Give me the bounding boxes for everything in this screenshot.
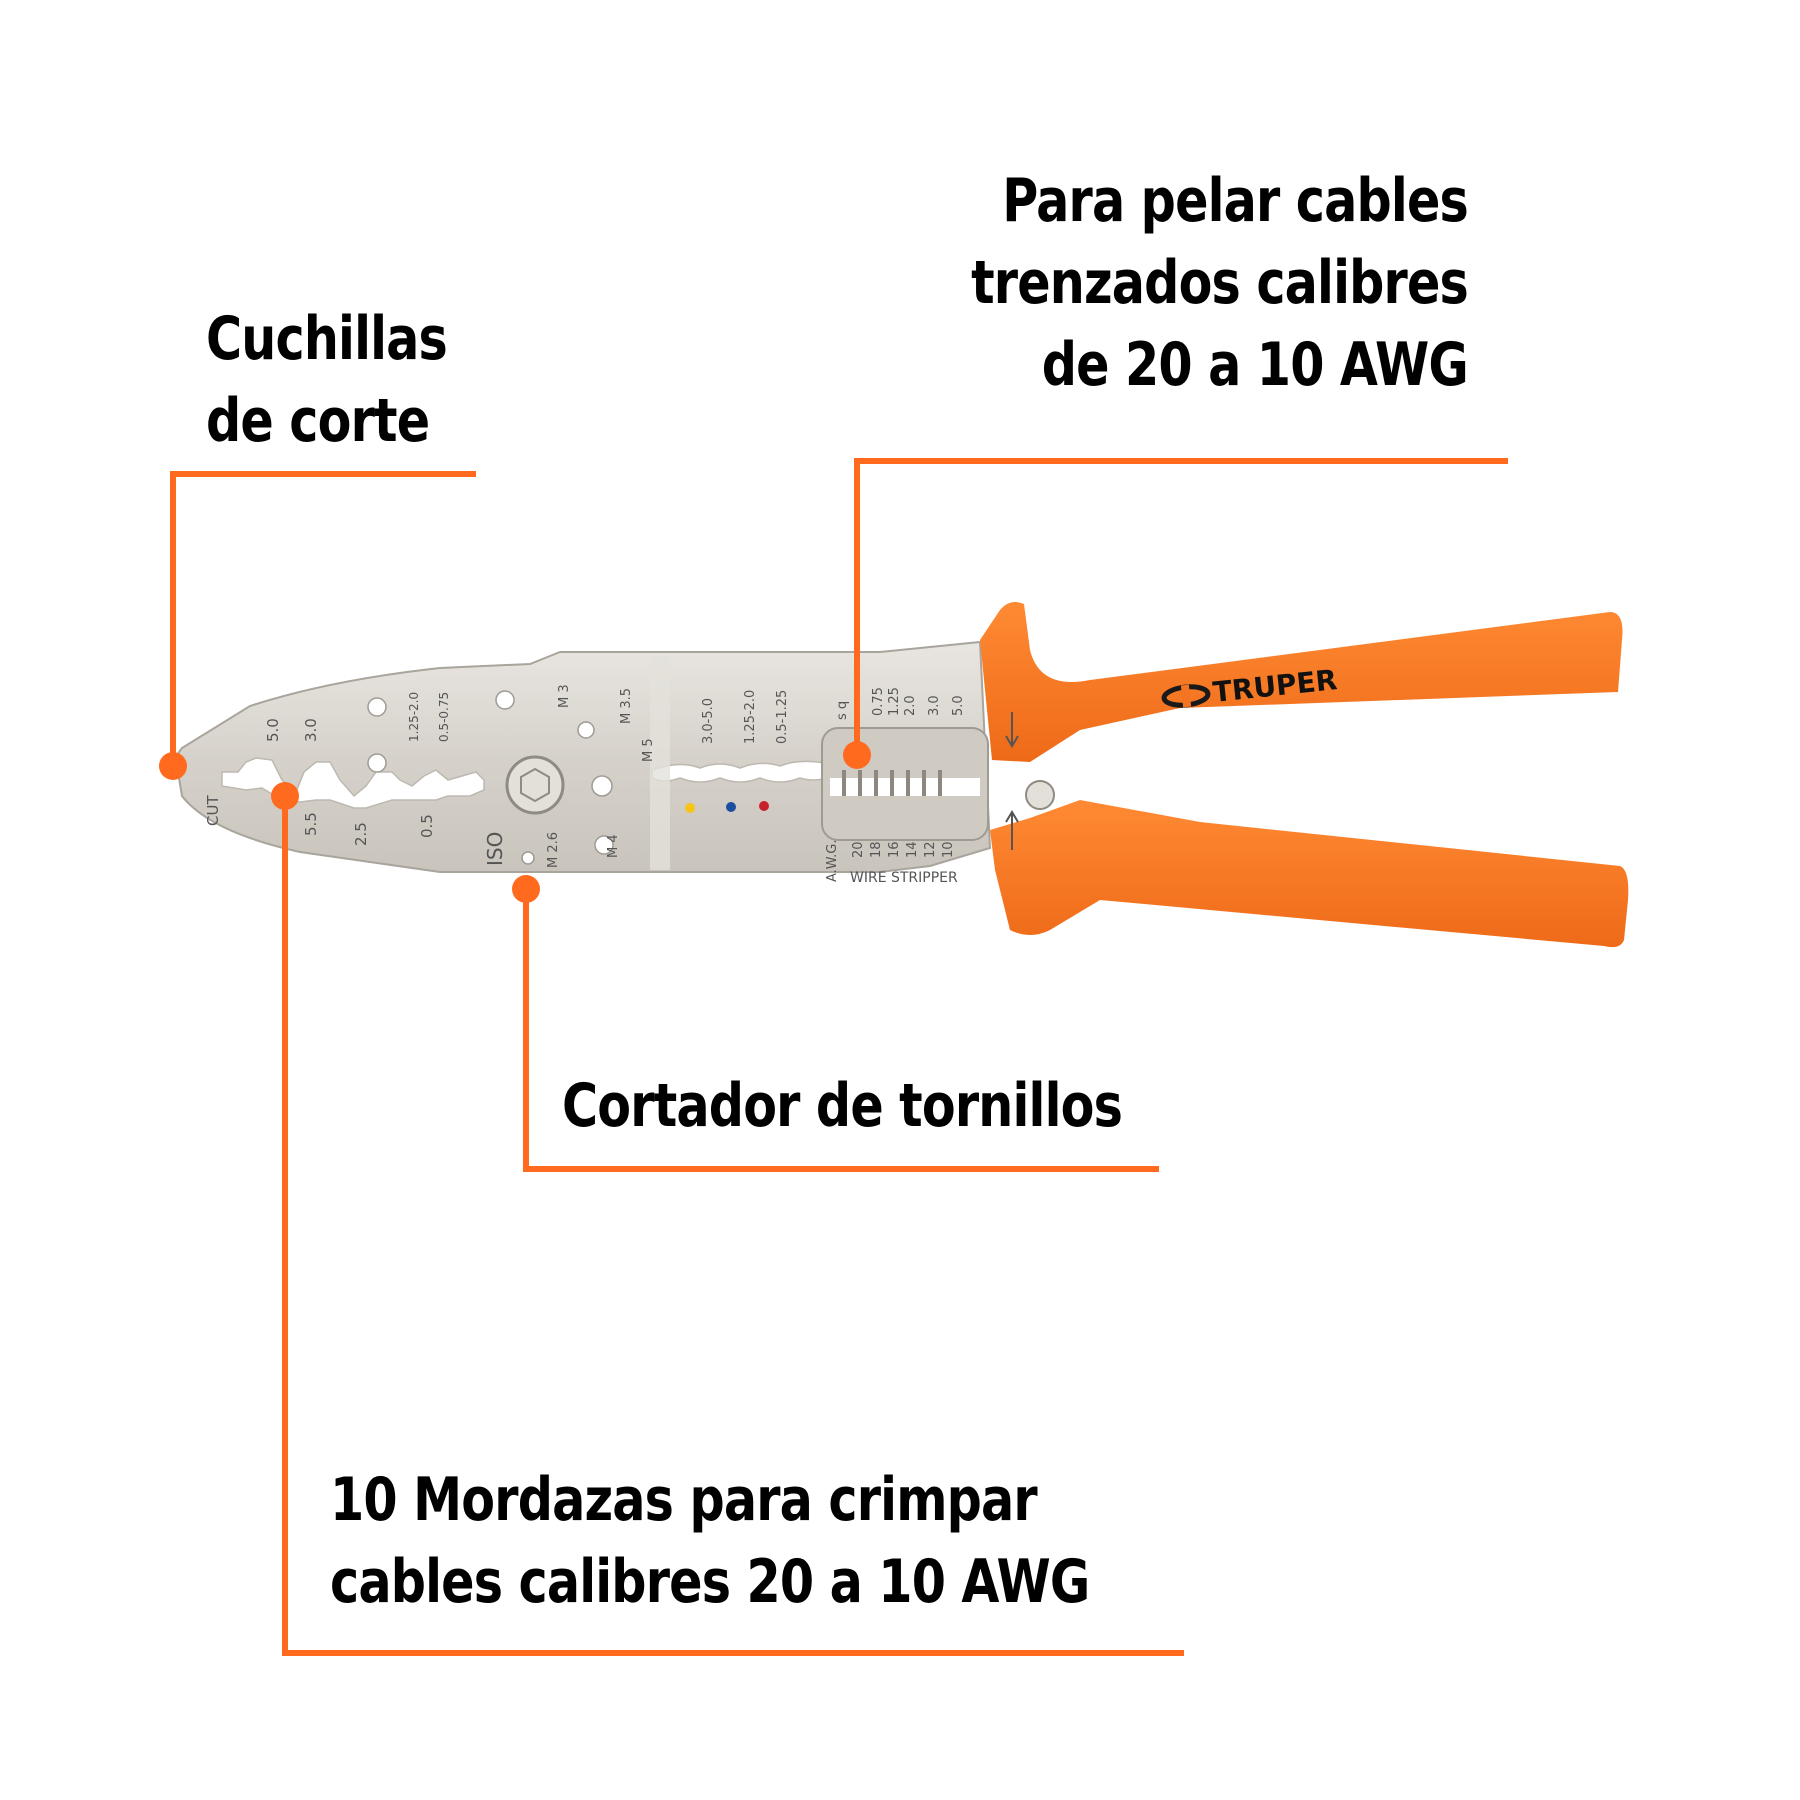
- connector-stripper-h: [854, 458, 1508, 464]
- connector-crimp-jaws-h: [282, 1650, 1184, 1656]
- connector-bolt-cutter-v: [523, 890, 529, 1172]
- callout-stripper-line-1: Para pelar cables: [1002, 166, 1469, 236]
- callout-cutting-blades: Cuchillas de corte: [206, 298, 448, 462]
- svg-text:5.5: 5.5: [302, 812, 320, 836]
- truper-logo-mark: [1161, 684, 1211, 708]
- svg-text:3.0-5.0: 3.0-5.0: [701, 698, 716, 744]
- svg-text:0.5-1.25: 0.5-1.25: [775, 690, 790, 744]
- svg-text:WIRE STRIPPER: WIRE STRIPPER: [850, 870, 958, 886]
- callout-crimp-jaws: 10 Mordazas para crimpar cables calibres…: [330, 1459, 1090, 1623]
- svg-text:2.5: 2.5: [352, 822, 370, 846]
- callout-bolt-cutter-line-1: Cortador de tornillos: [562, 1071, 1123, 1141]
- stripper-slot: [651, 760, 842, 783]
- callout-cutting-blades-line-2: de corte: [206, 386, 430, 456]
- marker-stripper: [843, 741, 871, 769]
- svg-text:1.25: 1.25: [887, 687, 902, 716]
- svg-text:1.25-2.0: 1.25-2.0: [743, 690, 758, 744]
- connector-crimp-jaws-v: [282, 798, 288, 1656]
- callout-stripper-line-3: de 20 a 10 AWG: [1041, 330, 1469, 400]
- svg-text:20: 20: [851, 841, 866, 858]
- marker-crimp-jaws: [271, 782, 299, 810]
- svg-text:0.5: 0.5: [418, 814, 436, 838]
- svg-text:18: 18: [869, 841, 884, 858]
- callout-stripper: Para pelar cables trenzados calibres de …: [971, 160, 1469, 406]
- svg-text:10: 10: [941, 841, 956, 858]
- svg-text:M 3: M 3: [557, 684, 572, 708]
- svg-text:ISO: ISO: [483, 832, 507, 866]
- svg-text:M 5: M 5: [641, 738, 656, 762]
- svg-text:2.0: 2.0: [903, 695, 918, 716]
- connector-cutting-blades-h: [170, 471, 476, 477]
- svg-text:3.0: 3.0: [302, 718, 320, 742]
- pivot-screw: [505, 755, 565, 815]
- callout-stripper-line-2: trenzados calibres: [971, 248, 1469, 318]
- blue-dot: [726, 802, 736, 812]
- marker-cutting-blades: [159, 752, 187, 780]
- callout-crimp-jaws-line-1: 10 Mordazas para crimpar: [330, 1465, 1038, 1535]
- upper-handle: [980, 602, 1623, 762]
- svg-text:12: 12: [923, 841, 938, 858]
- svg-text:3.0: 3.0: [927, 695, 942, 716]
- svg-text:14: 14: [905, 841, 920, 858]
- connector-bolt-cutter-h: [523, 1166, 1159, 1172]
- yellow-dot: [685, 803, 695, 813]
- svg-text:s q: s q: [835, 701, 850, 720]
- callout-crimp-jaws-line-2: cables calibres 20 a 10 AWG: [330, 1547, 1090, 1617]
- svg-text:0.75: 0.75: [871, 687, 886, 716]
- svg-text:M 3.5: M 3.5: [619, 688, 634, 724]
- lower-handle: [990, 800, 1629, 948]
- callout-cutting-blades-line-1: Cuchillas: [206, 304, 448, 374]
- red-dot: [759, 801, 769, 811]
- svg-text:M 2.6: M 2.6: [546, 832, 561, 868]
- marker-bolt-cutter: [512, 875, 540, 903]
- svg-text:A.W.G.: A.W.G.: [825, 840, 840, 883]
- svg-text:M 4: M 4: [606, 834, 621, 858]
- svg-text:16: 16: [887, 841, 902, 858]
- connector-cutting-blades-v: [170, 471, 176, 767]
- svg-text:5.0: 5.0: [951, 695, 966, 716]
- svg-text:CUT: CUT: [204, 795, 222, 826]
- svg-text:1.25-2.0: 1.25-2.0: [407, 692, 421, 742]
- svg-text:5.0: 5.0: [264, 718, 282, 742]
- svg-text:0.5-0.75: 0.5-0.75: [437, 692, 451, 742]
- connector-stripper-v: [854, 458, 860, 758]
- callout-bolt-cutter: Cortador de tornillos: [562, 1065, 1123, 1147]
